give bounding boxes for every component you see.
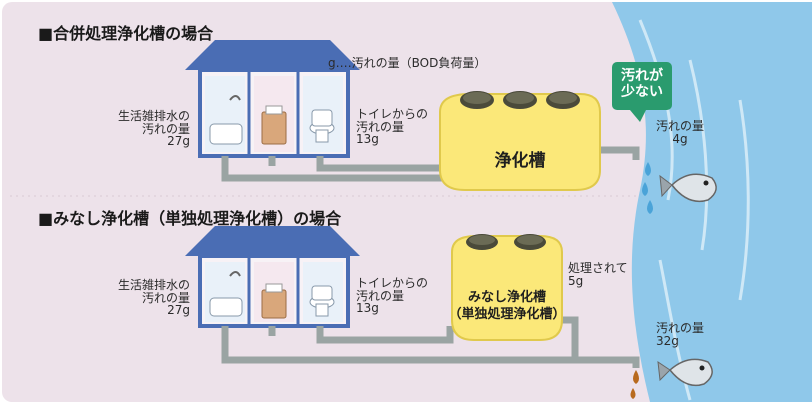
section1-title: ■合併処理浄化槽の場合 [38,24,214,43]
load-legend: g‥‥汚れの量（BOD負荷量） [328,56,487,70]
fish-1 [659,173,717,203]
badge-text: 汚れが 少ない [621,68,663,101]
water-drops-dirty [630,370,639,399]
house-2 [185,226,360,328]
kitchen-label-1: 生活雑排水の 汚れの量 27g [117,109,190,149]
toilet-label-2: トイレからの 汚れの量 13g [356,276,429,316]
fish-2 [657,358,713,387]
section2-title: ■みなし浄化槽（単独処理浄化槽）の場合 [38,209,342,228]
river-ripples [638,19,750,401]
tank-label-1: 浄化槽 [494,151,546,171]
house-1 [185,40,360,158]
badge [612,62,672,122]
tank-1 [439,91,601,191]
tank-2 [451,234,563,341]
treated-label: 処理されて 5g [568,261,628,288]
kitchen-label-2: 生活雑排水の 汚れの量 27g [117,278,190,318]
river-load-2: 汚れの量 32g [656,321,705,348]
tank-label-2: みなし浄化槽 （単独処理浄化槽） [448,290,566,322]
toilet-label-1: トイレからの 汚れの量 13g [356,107,429,147]
pipes-2 [221,316,640,368]
water-drops-clean [642,162,653,214]
pipes-1 [221,146,640,182]
river-load-1: 汚れの量 4g [656,119,705,146]
